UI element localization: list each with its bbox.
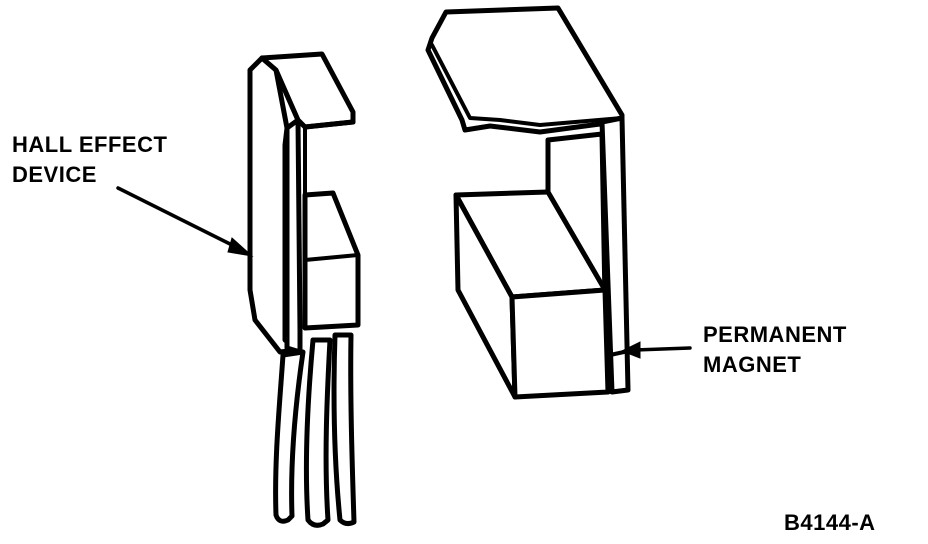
permanent-magnet-leader xyxy=(620,341,692,359)
hall-effect-label-line2: DEVICE xyxy=(12,162,97,187)
permanent-magnet-drawing xyxy=(425,5,631,400)
permanent-magnet-label: PERMANENT MAGNET xyxy=(703,320,847,380)
lead-wires xyxy=(273,332,357,528)
hall-effect-label-line1: HALL EFFECT xyxy=(12,132,168,157)
permanent-magnet-label-line2: MAGNET xyxy=(703,352,802,377)
hall-effect-device-drawing xyxy=(247,51,361,528)
hall-effect-device-label: HALL EFFECT DEVICE xyxy=(12,130,167,190)
permanent-magnet-label-line1: PERMANENT xyxy=(703,322,847,347)
hall-effect-leader xyxy=(116,186,254,257)
figure-id: B4144-A xyxy=(784,510,876,535)
